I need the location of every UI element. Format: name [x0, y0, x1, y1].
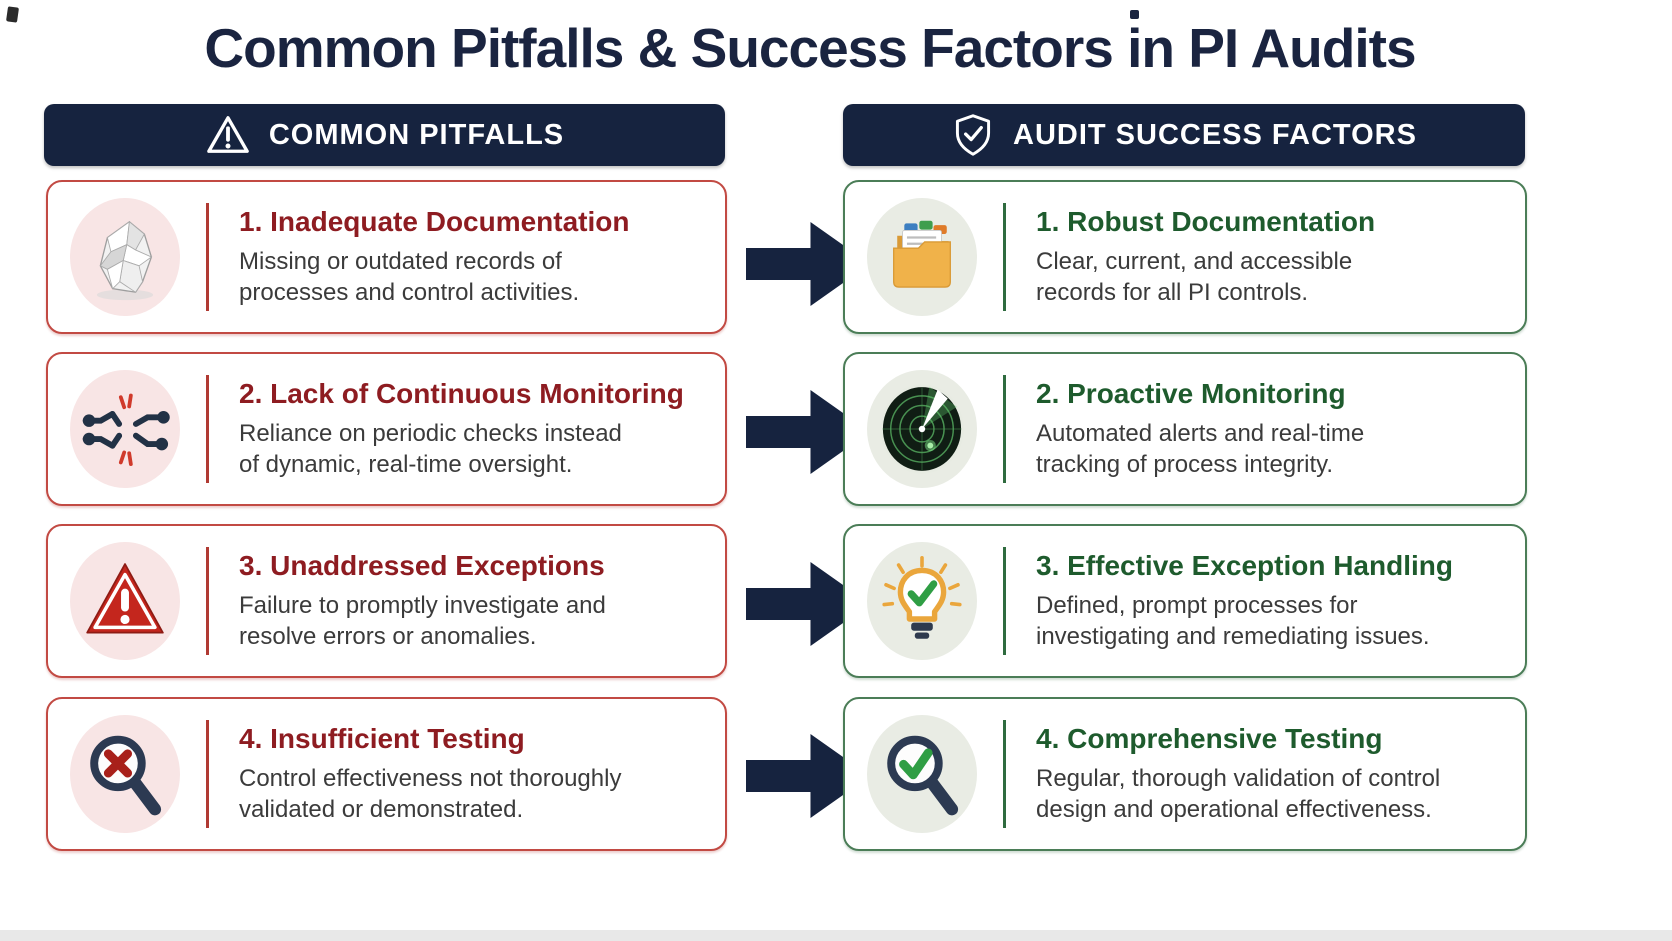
- warning-triangle-icon: [205, 113, 251, 157]
- card-divider: [1003, 547, 1006, 655]
- pitfalls-header: COMMON PITFALLS: [44, 104, 725, 166]
- card-divider: [1003, 203, 1006, 311]
- success-1-desc: Clear, current, and accessible records f…: [1036, 247, 1353, 306]
- pitfall-1-title: 1. Inadequate Documentation: [239, 205, 630, 237]
- success-card-2: 2. Proactive Monitoring Automated alerts…: [843, 352, 1527, 506]
- pitfall-2-desc: Reliance on periodic checks instead of d…: [239, 419, 622, 478]
- success-4-desc: Regular, thorough validation of control …: [1036, 764, 1441, 823]
- success-header: AUDIT SUCCESS FACTORS: [843, 104, 1525, 166]
- pitfall-card-4: 4. Insufficient Testing Control effectiv…: [46, 697, 727, 851]
- card-divider: [206, 203, 209, 311]
- stray-mark: [1130, 10, 1139, 19]
- page-title: Common Pitfalls & Success Factors in PI …: [204, 17, 1416, 79]
- pitfall-2-title: 2. Lack of Continuous Monitoring: [239, 377, 684, 409]
- magnifier-x-icon: [70, 715, 180, 833]
- success-1-title: 1. Robust Documentation: [1036, 205, 1376, 237]
- pitfall-3-desc: Failure to promptly investigate and reso…: [239, 591, 606, 650]
- bottom-edge-strip: [0, 930, 1672, 941]
- shield-check-icon: [951, 111, 995, 159]
- card-divider: [1003, 375, 1006, 483]
- pitfall-card-2: 2. Lack of Continuous Monitoring Relianc…: [46, 352, 727, 506]
- success-card-4: 4. Comprehensive Testing Regular, thorou…: [843, 697, 1527, 851]
- pitfalls-header-label: COMMON PITFALLS: [268, 118, 565, 151]
- pitfall-card-1: 1. Inadequate Documentation Missing or o…: [46, 180, 727, 334]
- success-header-label: AUDIT SUCCESS FACTORS: [1013, 118, 1417, 151]
- success-4-title: 4. Comprehensive Testing: [1036, 722, 1383, 754]
- broken-link-icon: [70, 370, 180, 488]
- magnifier-check-icon: [867, 715, 977, 833]
- success-3-title: 3. Effective Exception Handling: [1036, 549, 1453, 581]
- card-divider: [206, 547, 209, 655]
- alert-triangle-icon: [70, 542, 180, 660]
- success-2-title: 2. Proactive Monitoring: [1036, 377, 1346, 409]
- pitfall-card-3: 3. Unaddressed Exceptions Failure to pro…: [46, 524, 727, 678]
- pitfall-1-desc: Missing or outdated records of processes…: [239, 247, 580, 306]
- radar-icon: [867, 370, 977, 488]
- card-divider: [1003, 720, 1006, 828]
- card-divider: [206, 720, 209, 828]
- success-3-desc: Defined, prompt processes for investigat…: [1036, 591, 1430, 650]
- pitfall-4-desc: Control effectiveness not thoroughly val…: [239, 764, 622, 823]
- success-card-1: 1. Robust Documentation Clear, current, …: [843, 180, 1527, 334]
- pitfall-3-title: 3. Unaddressed Exceptions: [239, 549, 605, 581]
- lightbulb-check-icon: [867, 542, 977, 660]
- success-card-3: 3. Effective Exception Handling Defined,…: [843, 524, 1527, 678]
- crumpled-paper-icon: [70, 198, 180, 316]
- success-2-desc: Automated alerts and real-time tracking …: [1036, 419, 1365, 478]
- folder-icon: [867, 198, 977, 316]
- pitfall-4-title: 4. Insufficient Testing: [239, 722, 525, 754]
- card-divider: [206, 375, 209, 483]
